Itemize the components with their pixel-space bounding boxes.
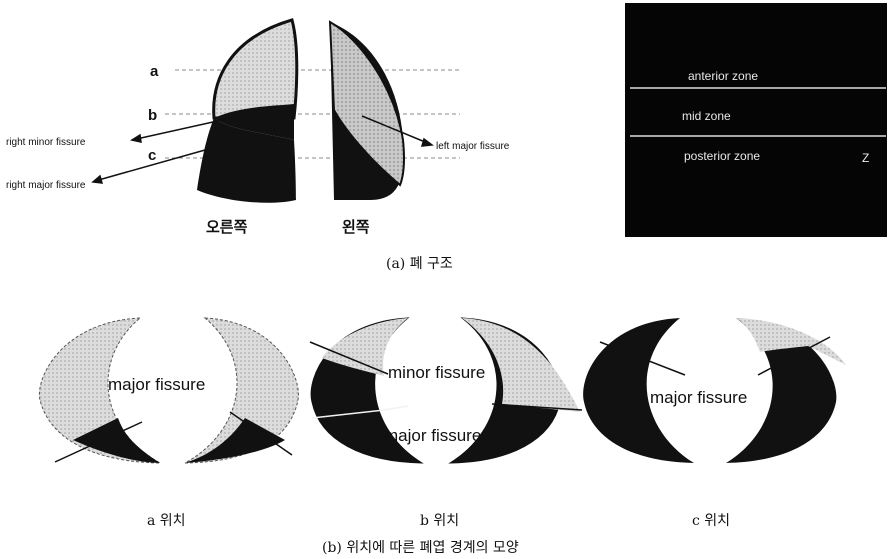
section-a-label: major fissure: [108, 375, 205, 394]
level-label-c: c: [148, 147, 156, 164]
caption-b: (b) 위치에 따른 폐엽 경계의 모양: [322, 540, 519, 556]
corner-mark: Z: [862, 151, 869, 165]
lung-structure-diagram: a b c right minor fissure right major fi…: [6, 18, 510, 272]
left-lung: [328, 20, 405, 200]
section-b: minor fissure major fissure b 위치: [309, 317, 583, 529]
section-b-minor-label: minor fissure: [388, 363, 485, 382]
zone-panel: anterior zone mid zone posterior zone Z: [625, 3, 887, 237]
right-minor-fissure-label: right minor fissure: [6, 137, 86, 148]
section-b-caption: b 위치: [420, 513, 459, 529]
section-a-caption: a 위치: [147, 513, 186, 529]
level-label-b: b: [148, 107, 157, 124]
level-label-a: a: [150, 63, 159, 80]
anterior-zone-label: anterior zone: [688, 69, 758, 83]
right-side-label: 오른쪽: [206, 218, 248, 236]
section-c-label: major fissure: [650, 388, 747, 407]
left-side-label: 왼쪽: [342, 218, 370, 236]
section-c-caption: c 위치: [692, 513, 730, 529]
section-b-major-label: major fissure: [384, 426, 481, 445]
mid-zone-label: mid zone: [682, 109, 731, 123]
right-major-fissure-label: right major fissure: [6, 180, 86, 191]
fissure-arrows: [91, 115, 434, 184]
right-lung: [197, 18, 299, 203]
section-a: major fissure a 위치: [38, 317, 299, 529]
section-c: major fissure c 위치: [583, 318, 846, 529]
left-major-fissure-label: left major fissure: [436, 141, 510, 152]
posterior-zone-label: posterior zone: [684, 149, 760, 163]
caption-a: (a) 폐 구조: [386, 256, 453, 272]
